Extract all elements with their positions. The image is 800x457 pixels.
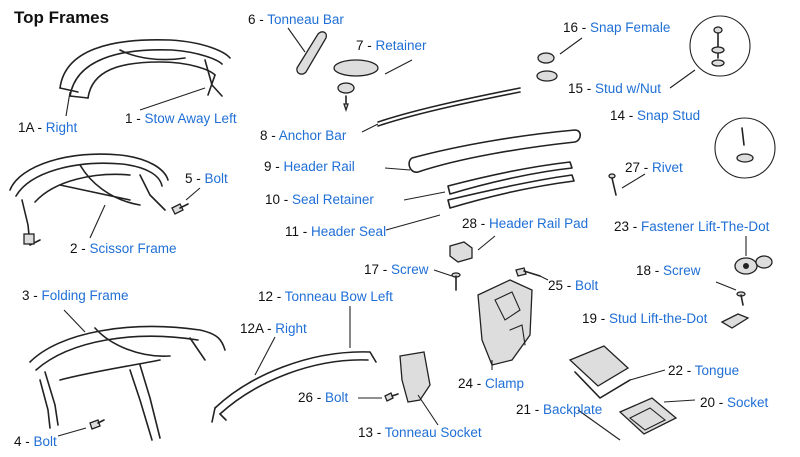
bolt-4-illustration	[89, 419, 105, 430]
label-14-snap-stud: 14 - Snap Stud	[610, 108, 701, 123]
header-rail-pad-illustration	[449, 241, 473, 263]
tonneau-bar-illustration	[296, 31, 328, 75]
label-1a-right: 1A - Right	[18, 120, 78, 135]
screw-17-illustration	[451, 272, 461, 291]
label-11-header-seal: 11 - Header Seal	[285, 224, 387, 239]
label-28-header-rail-pad: 28 - Header Rail Pad	[462, 216, 589, 231]
bolt-26-illustration	[384, 392, 399, 402]
stud-with-nut-illustration	[711, 26, 725, 67]
label-25-bolt: 25 - Bolt	[548, 278, 599, 293]
seal-retainer-illustration	[447, 161, 573, 195]
screw-18-illustration	[736, 291, 746, 306]
clamp-illustration	[477, 279, 533, 366]
snap-stud-illustration	[736, 127, 754, 163]
label-2-scissor-frame: 2 - Scissor Frame	[70, 241, 177, 256]
label-27-rivet: 27 - Rivet	[625, 160, 683, 175]
label-26-bolt: 26 - Bolt	[298, 390, 349, 405]
label-15-stud-with-nut: 15 - Stud w/Nut	[568, 81, 662, 96]
bolt-25-illustration	[515, 267, 541, 277]
label-4-bolt: 4 - Bolt	[14, 434, 57, 449]
label-17-screw: 17 - Screw	[364, 262, 429, 277]
label-9-header-rail: 9 - Header Rail	[264, 159, 355, 174]
anchor-bar-illustration	[377, 87, 521, 123]
stud-lift-the-dot-illustration	[720, 313, 750, 329]
tonneau-bow-illustration	[211, 351, 377, 423]
tonneau-socket-illustration	[399, 351, 431, 403]
label-8-anchor-bar: 8 - Anchor Bar	[260, 128, 347, 143]
snap-stud-detail-circle	[714, 117, 776, 179]
rivet-illustration	[608, 173, 617, 196]
label-10-seal-retainer: 10 - Seal Retainer	[265, 192, 374, 207]
label-20-socket: 20 - Socket	[700, 395, 769, 410]
label-12-tonneau-bow-left: 12 - Tonneau Bow Left	[258, 289, 393, 304]
snap-female-illustration	[536, 52, 558, 82]
label-21-backplate: 21 - Backplate	[516, 402, 603, 417]
label-16-snap-female: 16 - Snap Female	[563, 20, 671, 35]
socket-illustration	[618, 397, 678, 435]
fastener-lift-the-dot-illustration	[734, 255, 773, 275]
stow-away-frame-illustration	[59, 38, 231, 99]
label-23-fastener-lift-the-dot: 23 - Fastener Lift-The-Dot	[614, 219, 770, 234]
label-6-tonneau-bar: 6 - Tonneau Bar	[248, 12, 344, 27]
label-18-screw: 18 - Screw	[636, 263, 701, 278]
label-3-folding-frame: 3 - Folding Frame	[22, 288, 129, 303]
stud-with-nut-detail-circle	[689, 15, 751, 77]
label-1-stow-away-left: 1 - Stow Away Left	[125, 111, 237, 126]
tongue-illustration	[568, 345, 631, 399]
page-title: Top Frames	[14, 8, 110, 27]
label-7-retainer: 7 - Retainer	[356, 38, 427, 53]
retainer-illustration	[333, 59, 379, 113]
label-13-tonneau-socket: 13 - Tonneau Socket	[358, 425, 482, 440]
folding-frame-illustration	[29, 325, 226, 441]
header-seal-illustration	[447, 174, 575, 209]
label-24-clamp: 24 - Clamp	[458, 376, 525, 391]
label-22-tongue: 22 - Tongue	[668, 363, 740, 378]
label-19-stud-lift-the-dot: 19 - Stud Lift-the-Dot	[582, 311, 708, 326]
label-12a-right: 12A - Right	[240, 321, 307, 336]
scissor-frame-illustration	[9, 153, 169, 246]
label-5-bolt: 5 - Bolt	[185, 171, 228, 186]
header-rail-illustration	[408, 129, 582, 173]
bolt-5-illustration	[171, 203, 189, 215]
